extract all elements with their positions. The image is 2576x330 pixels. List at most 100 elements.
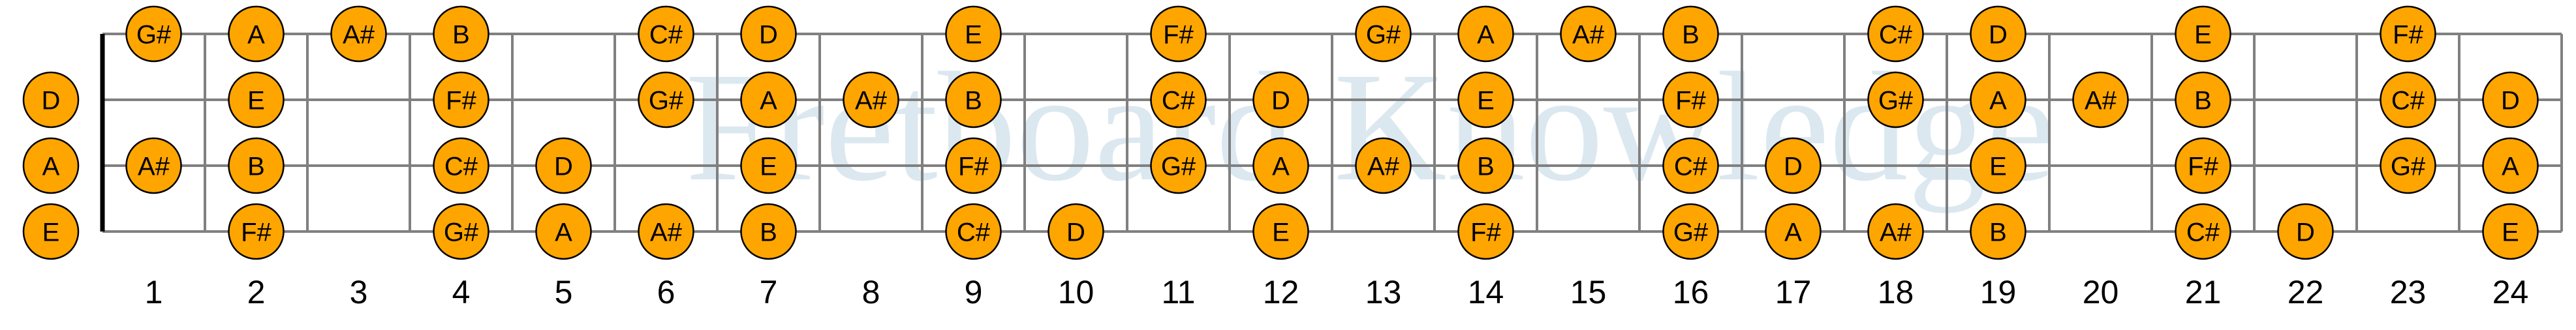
note-circle: [2175, 5, 2231, 63]
note-label: A#: [855, 86, 888, 115]
note-marker: F#: [2175, 137, 2231, 194]
note-marker: D: [740, 5, 797, 63]
fret-number: 14: [1468, 274, 1504, 310]
note-marker: A: [2482, 137, 2539, 194]
note-marker: F#: [2380, 5, 2436, 63]
fret-number: 3: [350, 274, 368, 310]
note-label: F#: [2393, 20, 2423, 49]
note-marker: A: [1457, 5, 1514, 63]
note-circle: [638, 203, 694, 260]
note-circle: [2175, 137, 2231, 194]
note-circle: [228, 137, 285, 194]
fret-number: 8: [862, 274, 880, 310]
fret-number: 15: [1570, 274, 1607, 310]
fret-number: 5: [555, 274, 573, 310]
note-marker: D: [1252, 71, 1309, 128]
note-circle: [22, 203, 80, 260]
note-circle: [945, 5, 1002, 63]
note-marker: A: [228, 5, 285, 63]
note-label: C#: [2186, 218, 2220, 247]
note-circle: [2380, 5, 2436, 63]
note-label: E: [1477, 86, 1495, 115]
note-marker: D: [22, 71, 80, 128]
note-circle: [22, 137, 80, 194]
note-label: G#: [136, 20, 172, 49]
note-label: A: [247, 20, 265, 49]
fret-number: 6: [657, 274, 675, 310]
note-circle: [1252, 71, 1309, 128]
note-marker: A: [740, 71, 797, 128]
note-marker: B: [2175, 71, 2231, 128]
note-label: F#: [241, 218, 272, 247]
note-marker: C#: [2380, 71, 2436, 128]
note-circle: [535, 137, 592, 194]
note-label: B: [1989, 218, 2007, 247]
note-marker: A#: [125, 137, 182, 194]
note-label: G#: [2391, 152, 2426, 181]
note-circle: [945, 71, 1002, 128]
note-marker: B: [1662, 5, 1719, 63]
note-label: B: [1682, 20, 1699, 49]
note-circle: [740, 203, 797, 260]
note-marker: G#: [125, 5, 182, 63]
note-label: D: [2501, 86, 2520, 115]
note-marker: B: [945, 71, 1002, 128]
note-circle: [2072, 71, 2129, 128]
note-circle: [1662, 137, 1719, 194]
note-marker: A: [1970, 71, 2026, 128]
fret-number: 16: [1673, 274, 1709, 310]
note-marker: E: [22, 203, 80, 260]
note-circle: [433, 71, 489, 128]
note-circle: [2482, 203, 2539, 260]
note-circle: [2380, 137, 2436, 194]
note-marker: D: [2277, 203, 2334, 260]
note-label: F#: [2188, 152, 2218, 181]
note-label: E: [965, 20, 982, 49]
note-label: G#: [1878, 86, 1914, 115]
note-label: B: [247, 152, 265, 181]
note-circle: [1765, 137, 1822, 194]
note-label: B: [452, 20, 470, 49]
note-marker: B: [1970, 203, 2026, 260]
note-marker: C#: [1150, 71, 1207, 128]
note-marker: G#: [1355, 5, 1412, 63]
note-label: A: [1989, 86, 2007, 115]
note-marker: E: [1970, 137, 2026, 194]
fretboard-lines: [100, 33, 2563, 233]
note-label: E: [247, 86, 265, 115]
note-circle: [1560, 5, 1617, 63]
note-label: A#: [138, 152, 170, 181]
note-marker: C#: [433, 137, 489, 194]
note-circle: [1150, 5, 1207, 63]
note-circle: [1970, 5, 2026, 63]
fret-number: 18: [1878, 274, 1914, 310]
note-marker: A#: [638, 203, 694, 260]
note-marker: A#: [1355, 137, 1412, 194]
note-circle: [330, 5, 387, 63]
note-label: D: [759, 20, 778, 49]
fret-number: 24: [2492, 274, 2529, 310]
note-marker: A: [535, 203, 592, 260]
note-marker: E: [1457, 71, 1514, 128]
note-label: G#: [1161, 152, 1196, 181]
note-marker: E: [2175, 5, 2231, 63]
note-label: A: [760, 86, 777, 115]
note-label: A: [2502, 152, 2519, 181]
note-label: A#: [2085, 86, 2117, 115]
note-marker: A: [1252, 137, 1309, 194]
note-label: D: [42, 86, 61, 115]
note-marker: D: [535, 137, 592, 194]
note-marker: B: [433, 5, 489, 63]
note-marker: C#: [945, 203, 1002, 260]
note-marker: A: [1765, 203, 1822, 260]
note-circle: [1867, 71, 1924, 128]
note-marker: G#: [638, 71, 694, 128]
note-circle: [740, 137, 797, 194]
note-circle: [1662, 71, 1719, 128]
note-marker: G#: [1150, 137, 1207, 194]
note-label: D: [2296, 218, 2315, 247]
note-label: F#: [1470, 218, 1501, 247]
note-marker: F#: [228, 203, 285, 260]
note-label: F#: [1675, 86, 1706, 115]
